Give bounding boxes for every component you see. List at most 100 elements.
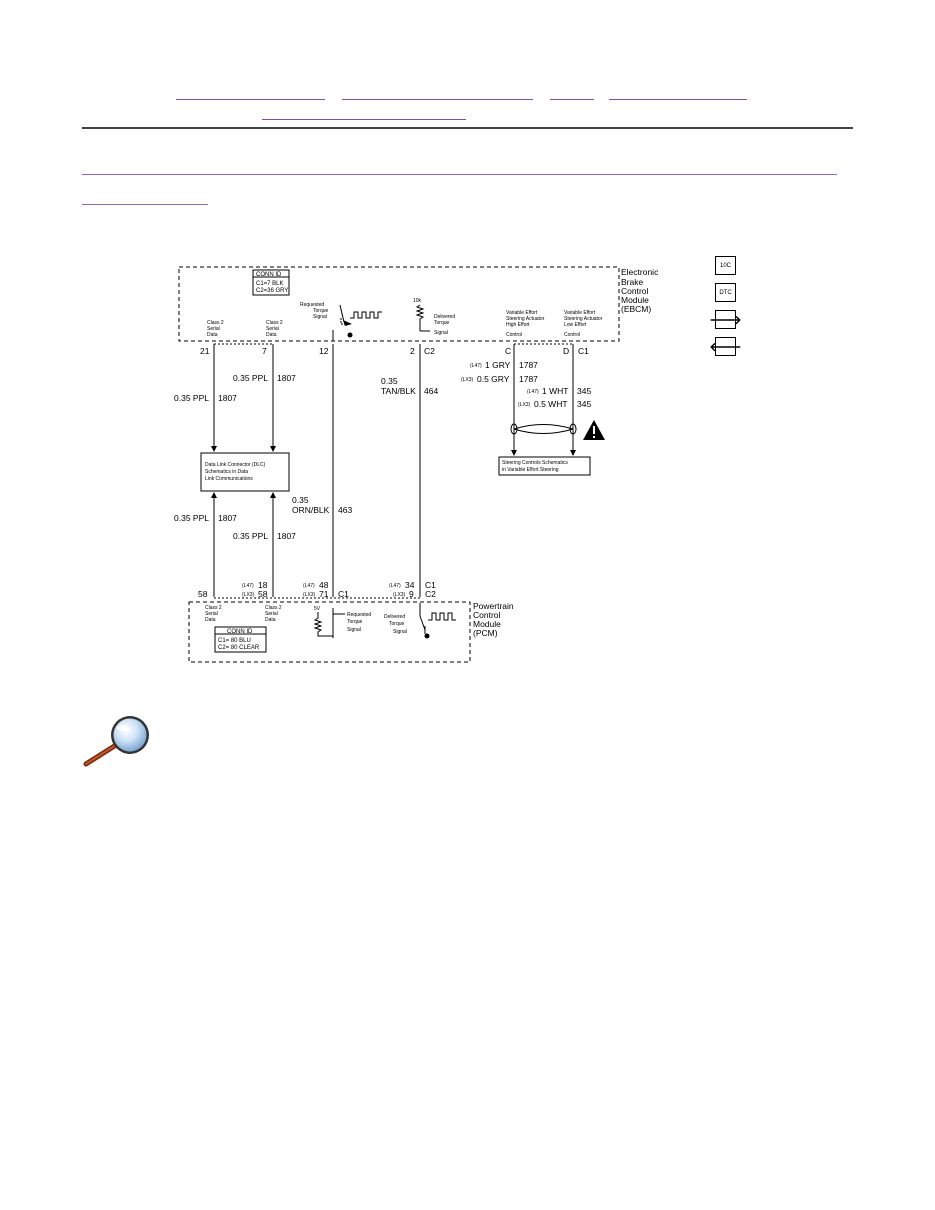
ebcm-name-4: Module [621, 295, 649, 305]
wire-label-463-num: 463 [338, 505, 352, 515]
ebcm-pin-c2: C2 [424, 346, 435, 356]
ebcm-name-1: Electronic [621, 267, 659, 277]
prev-button[interactable]: 🡐 [709, 337, 742, 356]
ebcm-connid-box [252, 269, 290, 296]
wire-label-1787-lx3-num: 1787 [519, 374, 538, 384]
pcm-req-torque-2: Torque [347, 619, 363, 625]
ebcm-veh-high-1: Variable Effort [506, 310, 538, 316]
ebcm-veh-low-3: Low Effort [564, 322, 587, 328]
ebcm-veh-low-2: Steering Actuator [564, 316, 603, 322]
pcm-pin-34: 34 [405, 580, 415, 590]
pcm-pulse-wave [428, 612, 456, 621]
ebcm-class2-b-1: Class 2 [266, 320, 283, 326]
wire-label-464-num: 464 [424, 386, 438, 396]
ebcm-req-torque-2: Torque [313, 308, 329, 314]
ebcm-pin-12: 12 [319, 346, 329, 356]
pcm-pin-71-opt: (LX3) [303, 592, 316, 598]
ebcm-pulse-wave [350, 311, 382, 319]
pcm-connid-line-2: C2= 80 CLEAR [218, 645, 260, 651]
ebcm-del-torque-3: Signal [434, 330, 448, 336]
breadcrumb-link-1[interactable] [176, 99, 325, 100]
ebcm-veh-low-4: Control [564, 332, 580, 338]
pcm-connid-title: CONN ID [227, 629, 253, 635]
pcm-class2-a-2: Serial [205, 611, 218, 617]
ebcm-class2-b-2: Serial [266, 326, 279, 332]
ebcm-veh-high-4: Control [506, 332, 522, 338]
legend-button-label: C [726, 262, 732, 269]
title-link-underline-2[interactable] [82, 204, 208, 205]
ebcm-pin-21: 21 [200, 346, 210, 356]
breadcrumb-link-3[interactable] [550, 99, 594, 100]
steering-box [498, 456, 591, 476]
ebcm-veh-high-3: High Effort [506, 322, 530, 328]
magnifier-icon[interactable] [80, 712, 156, 772]
arrow-left-icon: 🡐 [709, 339, 742, 354]
legend-button-label: 1 [719, 262, 724, 269]
wire-label-345-lx3: 0.5 WHT [534, 399, 568, 409]
legend-button-label: 0 [723, 262, 727, 269]
dtc-button-label: D [719, 289, 724, 296]
pcm-pin-48: 48 [319, 580, 329, 590]
pcm-box [188, 601, 471, 663]
pcm-name-2: Control [473, 610, 501, 620]
wire-label-1807-right-top: 0.35 PPL [233, 373, 268, 383]
ebcm-pin-d: D [563, 346, 569, 356]
pcm-del-torque-3: Signal [393, 629, 407, 635]
next-button[interactable]: 🡒 [709, 310, 742, 329]
wire-label-1787-l47-num: 1787 [519, 360, 538, 370]
warning-triangle-icon[interactable] [583, 420, 605, 440]
ebcm-connid-line-1: C1=7 BLK [256, 281, 284, 287]
pcm-class2-a-1: Class 2 [205, 605, 222, 611]
pcm-pin-58b: 58 [258, 589, 268, 599]
breadcrumb-link-2[interactable] [342, 99, 533, 100]
ebcm-del-torque-2: Torque [434, 320, 450, 326]
pcm-pin-58b-opt: (LX3) [242, 592, 255, 598]
dlc-box [200, 452, 290, 492]
ebcm-10k: 10k [413, 298, 422, 304]
wire-label-1807-left-top-num: 1807 [218, 393, 237, 403]
breadcrumb-link-5[interactable] [262, 119, 466, 120]
pcm-pin-18-opt: (L47) [242, 583, 254, 589]
wire-label-345-lx3-num: 345 [577, 399, 591, 409]
wire-label-345-l47-num: 345 [577, 386, 591, 396]
ebcm-resistor-10k [415, 304, 425, 331]
pcm-connid-box [214, 626, 267, 653]
wire-label-345-l47-opt: (L47) [527, 389, 539, 395]
wire-label-345-l47: 1 WHT [542, 386, 568, 396]
pcm-pin-9: 9 [409, 589, 414, 599]
dlc-text-3: Link Communications [205, 476, 253, 482]
dtc-button-label: T [723, 289, 728, 296]
ebcm-pin-7: 7 [262, 346, 267, 356]
ebcm-del-torque-1: Delivered [434, 314, 455, 320]
wire-label-1807-left-bot-num: 1807 [218, 513, 237, 523]
wire-label-1787-l47-opt: (L47) [470, 363, 482, 369]
pcm-name-1: Powertrain [473, 601, 514, 611]
twisted-pair [513, 424, 574, 434]
pcm-pin-c2: C2 [425, 589, 436, 599]
dlc-text-2: Schematics in Data [205, 469, 248, 475]
ebcm-class2-a-2: Serial [207, 326, 220, 332]
steering-text-2[interactable]: in Variable Effort Steering [502, 467, 559, 473]
wire-label-1787-lx3: 0.5 GRY [477, 374, 510, 384]
wire-label-1807-right-top-num: 1807 [277, 373, 296, 383]
pcm-resistor-5v [313, 612, 333, 637]
ebcm-name-5: (EBCM) [621, 304, 651, 314]
breadcrumb-link-4[interactable] [609, 99, 747, 100]
dtc-button-label: C [727, 289, 732, 296]
pcm-req-torque-3: Signal [347, 627, 361, 633]
pcm-pin-48-opt: (L47) [303, 583, 315, 589]
pcm-pin-c1a: C1 [338, 589, 349, 599]
pcm-pin-58: 58 [198, 589, 208, 599]
steering-text-1[interactable]: Steering Controls Schematics [502, 460, 568, 466]
arrow-right-icon: 🡒 [709, 312, 742, 327]
pcm-pin-71: 71 [319, 589, 329, 599]
pcm-5v: 5V [314, 606, 321, 612]
header-rule [82, 127, 853, 129]
pcm-pin-18: 18 [258, 580, 268, 590]
title-link-underline[interactable] [82, 174, 837, 175]
ebcm-pin-c: C [505, 346, 511, 356]
wire-label-345-lx3-opt: (LX3) [518, 402, 531, 408]
wire-label-1787-lx3-opt: (LX3) [461, 377, 474, 383]
